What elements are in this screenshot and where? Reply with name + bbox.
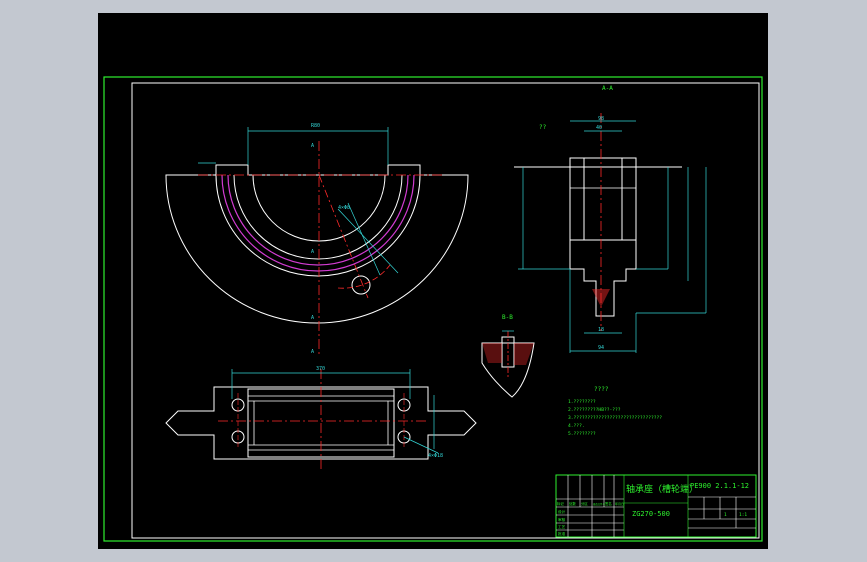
scale-cell: 1:1 — [739, 512, 747, 518]
svg-text:4×Φ18: 4×Φ18 — [428, 453, 443, 459]
front-view: R80 4×Φ8 A A A A — [165, 123, 469, 355]
svg-text:94: 94 — [598, 345, 604, 351]
tech-req-item: 1.???????? — [568, 399, 596, 405]
svg-text:370: 370 — [316, 366, 325, 372]
title-row-label: 处数 — [569, 501, 576, 506]
section-aa-label: A-A — [602, 85, 613, 92]
svg-text:A: A — [311, 249, 314, 255]
svg-text:4×Φ8: 4×Φ8 — [338, 205, 350, 211]
svg-text:18: 18 — [598, 327, 604, 333]
svg-text:R80: R80 — [311, 123, 320, 129]
title-role-label: 工艺 — [558, 524, 566, 529]
tech-req-title: ???? — [594, 386, 609, 393]
scale-cell: 1 — [724, 512, 727, 518]
material: ZG270-500 — [632, 510, 670, 518]
title-role-label: 设计 — [558, 509, 566, 514]
title-row-label: 签名 — [605, 501, 612, 506]
drawing-sheet: R80 4×Φ8 A A A A 98 40 94 18 A-A ?? — [103, 76, 763, 542]
svg-text:A: A — [311, 143, 314, 149]
question-mark-note: ?? — [539, 124, 547, 131]
section-bb-view — [481, 330, 535, 398]
section-aa-view: 98 40 94 18 — [514, 113, 707, 353]
top-view: 370 4×Φ18 — [165, 366, 477, 469]
tech-req-item: 4.???. — [568, 423, 585, 429]
cad-viewport[interactable]: R80 4×Φ8 A A A A 98 40 94 18 A-A ?? — [98, 13, 768, 549]
part-name: 轴承座（槽轮端） — [626, 483, 698, 495]
tech-req-item: 2.?????????HB??-??? — [568, 407, 621, 413]
technical-requirements: ???? 1.???????? 2.?????????HB??-??? 3.??… — [568, 386, 662, 437]
tech-req-item: 3.???????????????????????????????? — [568, 415, 662, 421]
title-row-label: 年月日 — [615, 501, 624, 506]
title-role-label: 批准 — [558, 531, 566, 536]
title-block — [555, 474, 757, 538]
drawing-number: PE900 2.1.1-12 — [690, 482, 749, 490]
inner-frame — [131, 82, 760, 539]
tech-req-item: 5.???????? — [568, 431, 596, 437]
svg-text:A: A — [311, 349, 314, 355]
title-role-label: 审核 — [558, 517, 566, 522]
svg-text:98: 98 — [598, 116, 604, 122]
title-row-label: 更改文件号 — [593, 502, 606, 506]
svg-text:A: A — [311, 315, 314, 321]
title-row-label: 分区 — [581, 501, 588, 506]
outer-frame — [103, 76, 763, 542]
svg-text:40: 40 — [596, 125, 602, 131]
section-bb-label: B-B — [502, 314, 513, 321]
title-row-label: 标记 — [557, 501, 564, 506]
